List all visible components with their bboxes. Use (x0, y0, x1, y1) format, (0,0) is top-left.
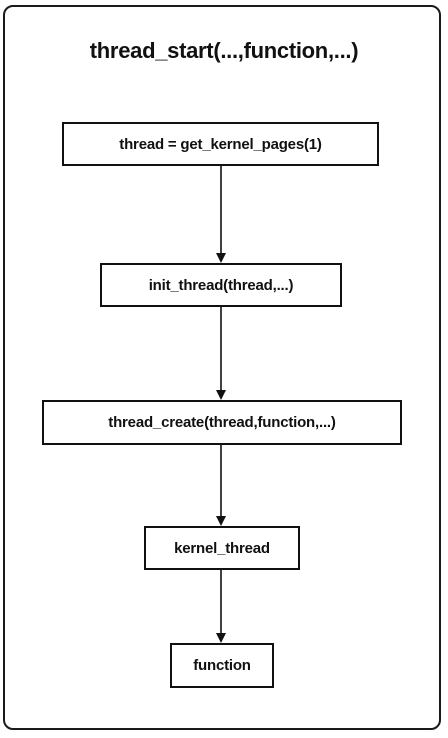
node-kernel-thread: kernel_thread (144, 526, 300, 570)
node-label: thread_create(thread,function,...) (108, 414, 336, 431)
node-label: init_thread(thread,...) (148, 276, 294, 294)
node-thread-create: thread_create(thread,function,...) (42, 400, 402, 445)
node-get-kernel-pages: thread = get_kernel_pages(1) (62, 122, 379, 166)
diagram-title: thread_start(...,function,...) (89, 38, 359, 63)
node-label: kernel_thread (174, 539, 270, 557)
node-function: function (170, 643, 274, 688)
node-label: thread = get_kernel_pages(1) (119, 135, 322, 153)
node-init-thread: init_thread(thread,...) (100, 263, 342, 307)
node-label: function (193, 657, 251, 674)
diagram-frame (3, 5, 441, 730)
